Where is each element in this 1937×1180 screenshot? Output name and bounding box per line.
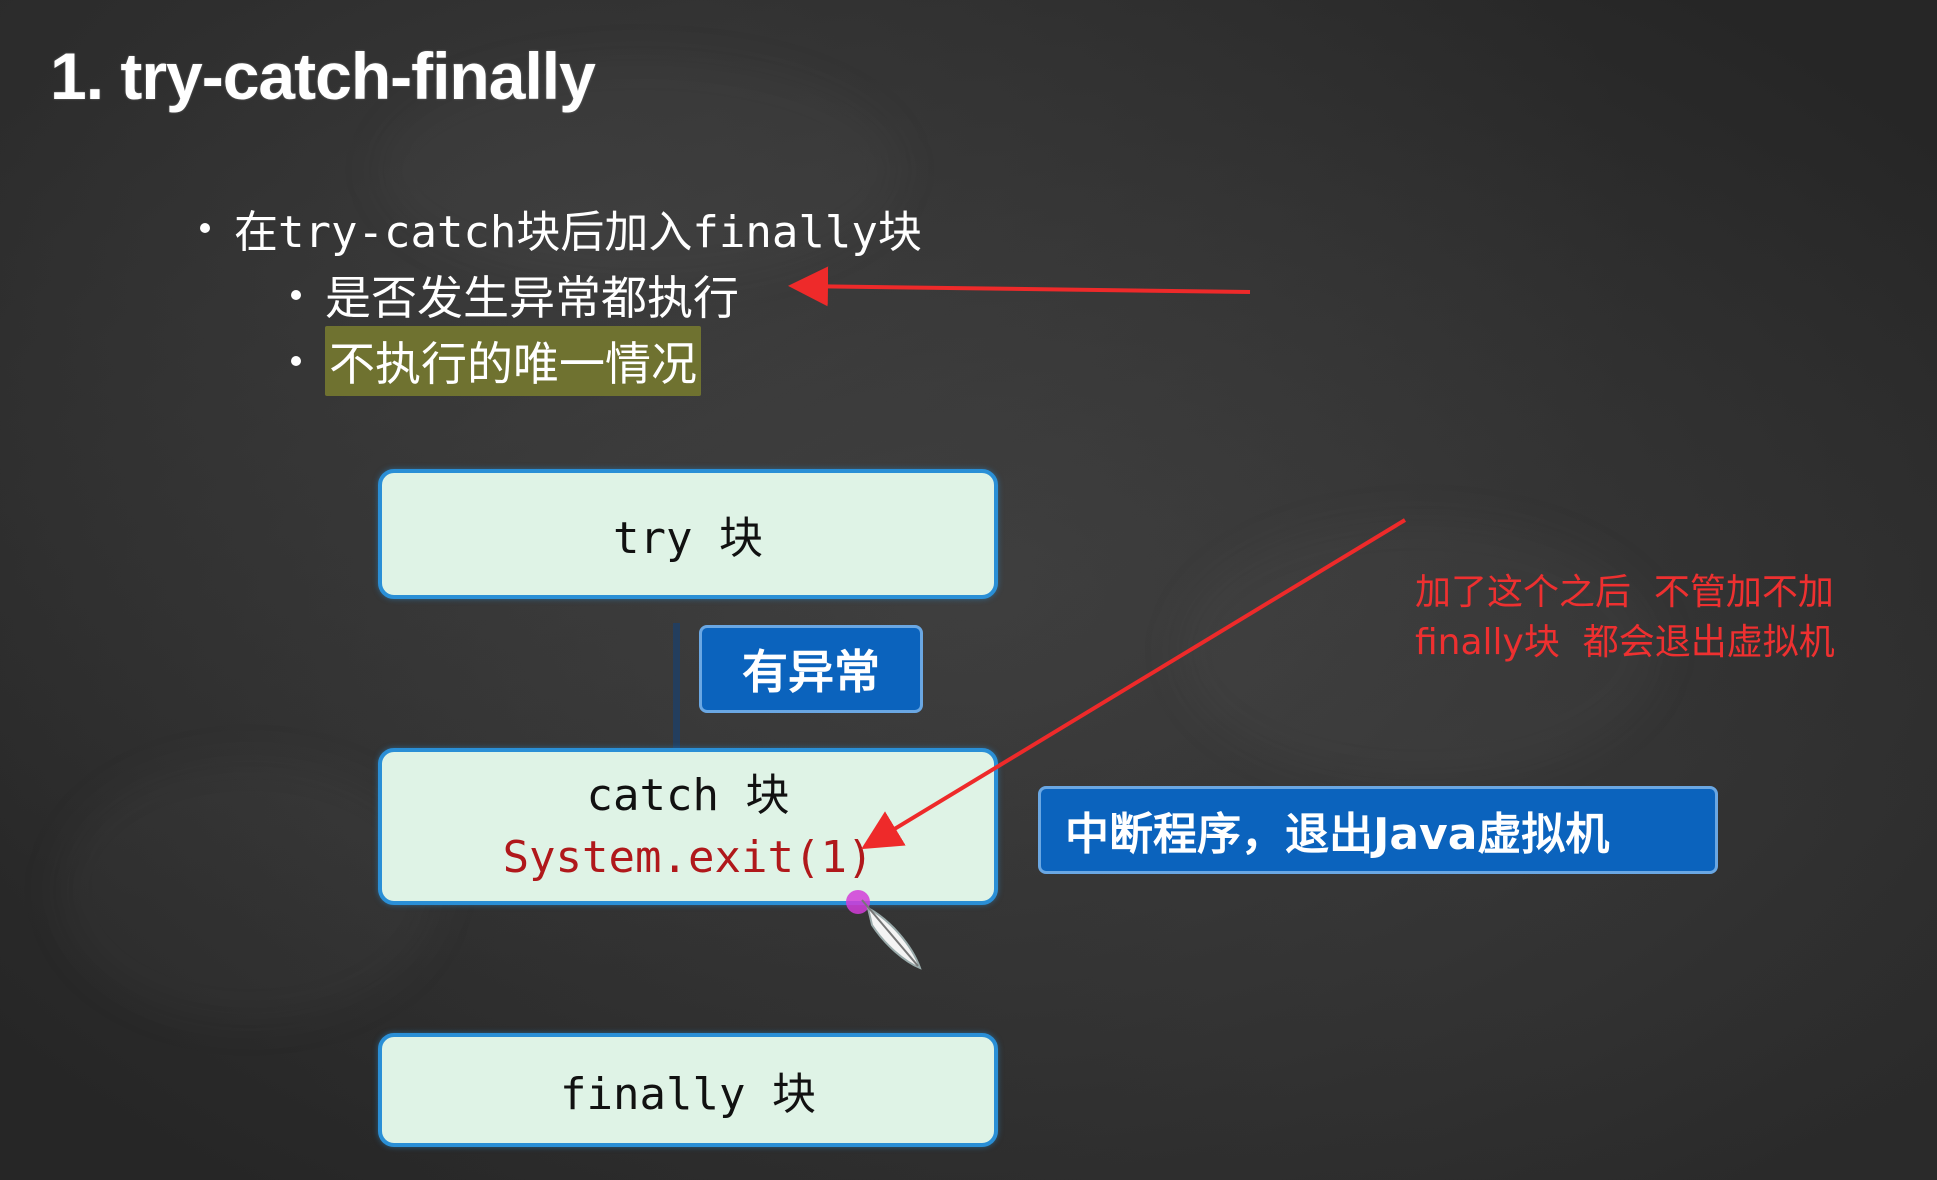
system-exit-code: System.exit(1) [502,831,874,883]
slide-title: 1. try-catch-finally [50,39,596,113]
exception-badge-label: 有异常 [742,645,880,699]
bullet-dot-icon [200,223,210,233]
try-catch-connector [673,623,680,750]
chalk-smudge [60,760,440,1020]
chalk-smudge [380,60,900,280]
exit-jvm-badge: 中断程序，退出Java虚拟机 [1038,786,1718,874]
finally-block-label: finally 块 [560,1069,816,1120]
bullet-dot-icon [291,356,301,366]
bullet-level1: 在try-catch块后加入finally块 [200,196,922,260]
bullet-level2-always-run: 是否发生异常都执行 [291,262,739,328]
highlighted-bullet-text: 不执行的唯一情况 [325,326,701,396]
red-annotation: 加了这个之后 不管加不加 finally块 都会退出虚拟机 [1415,568,1835,668]
annotation-line2: finally块 都会退出虚拟机 [1415,622,1835,663]
catch-block: catch 块 System.exit(1) [378,748,998,905]
exit-jvm-badge-label: 中断程序，退出Java虚拟机 [1065,809,1610,860]
try-block: try 块 [378,469,998,599]
bullet-level2-a-text: 是否发生异常都执行 [325,271,739,325]
exception-badge: 有异常 [699,625,923,713]
try-block-label: try 块 [613,513,763,564]
catch-block-label: catch 块 [586,769,790,821]
bullet-level2-exception-case: 不执行的唯一情况 [291,326,701,396]
annotation-line1: 加了这个之后 不管加不加 [1415,572,1834,613]
bullet-level1-text: 在try-catch块后加入finally块 [234,207,922,258]
finally-block: finally 块 [378,1033,998,1147]
bullet-dot-icon [291,290,301,300]
